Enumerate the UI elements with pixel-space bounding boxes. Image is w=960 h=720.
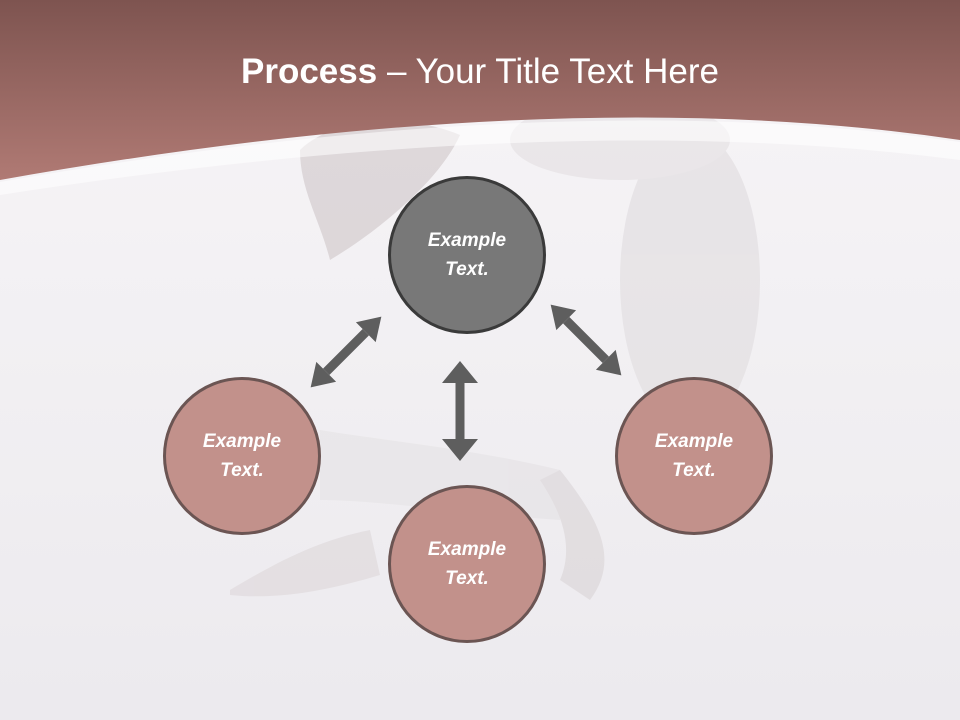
slide-title: Process – Your Title Text Here [0, 52, 960, 92]
process-node-left-text: Example Text. [202, 431, 282, 481]
process-node-bottom: Example Text. [388, 485, 546, 643]
arrow-center-right [550, 304, 622, 376]
arrow-center-bottom [442, 361, 478, 461]
title-banner [0, 0, 960, 180]
process-node-right: Example Text. [615, 377, 773, 535]
arrow-center-left [310, 316, 382, 388]
title-bold: Process [240, 52, 378, 91]
process-node-bottom-text: Example Text. [427, 539, 507, 589]
process-node-right-text: Example Text. [654, 431, 734, 481]
process-node-center: Example Text. [388, 176, 546, 334]
banner-accent-band [0, 120, 960, 195]
title-rest: – Your Title Text Here [386, 52, 719, 91]
process-node-left: Example Text. [163, 377, 321, 535]
process-node-center-text: Example Text. [427, 230, 507, 280]
dancer-photo [230, 100, 760, 600]
